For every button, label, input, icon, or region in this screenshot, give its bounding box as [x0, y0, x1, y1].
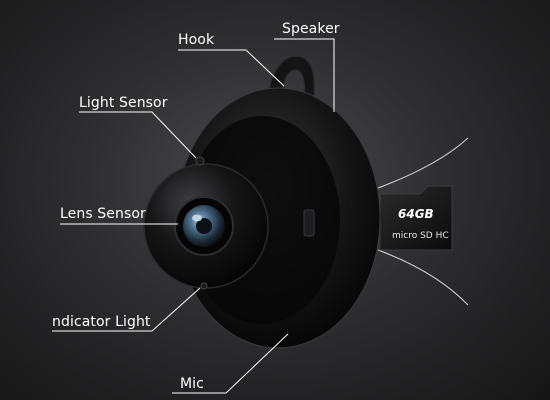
sd-card-brand: micro SD HC — [392, 231, 449, 241]
label-light-sensor: Light Sensor — [79, 95, 168, 111]
label-speaker: Speaker — [282, 21, 340, 37]
indicator-light — [200, 282, 208, 290]
label-lens-sensor: Lens Sensor — [60, 206, 146, 222]
leader-line-light-sensor — [79, 111, 197, 159]
leader-line-mic — [172, 333, 289, 394]
leader-line-hook — [178, 49, 285, 87]
leader-line-indicator-light — [52, 287, 201, 332]
label-indicator-light: ndicator Light — [52, 314, 151, 330]
label-hook: Hook — [178, 32, 215, 48]
sd-card-capacity: 64GB — [398, 207, 434, 221]
decorative-arcs — [377, 137, 469, 306]
light-sensor — [195, 156, 205, 166]
label-mic: Mic — [180, 376, 204, 392]
sd-card: 64GB micro SD HC — [379, 185, 453, 251]
sd-slot — [303, 209, 315, 237]
leader-line-speaker — [274, 38, 335, 112]
lens — [174, 196, 234, 256]
leader-lines — [52, 38, 335, 394]
